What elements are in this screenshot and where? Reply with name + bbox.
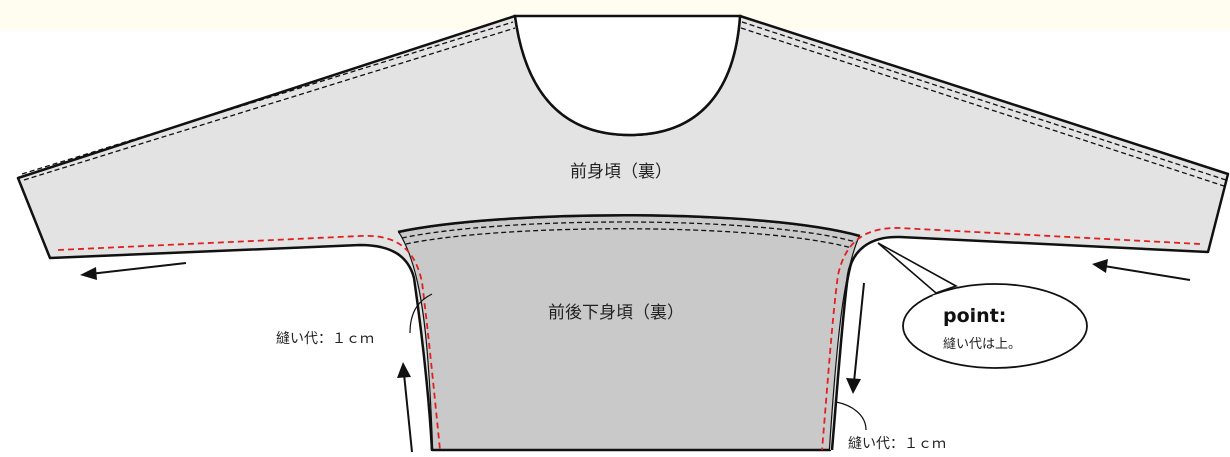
left-shoulder-stitch-2 [23, 27, 516, 181]
neckline [513, 14, 742, 137]
seam-allowance-left-label: 縫い代：１ｃｍ [276, 331, 374, 347]
callout-text: 縫い代は上。 [943, 337, 1021, 352]
arrow-right-side-down [846, 282, 865, 394]
arrow-left-side-up [397, 362, 413, 453]
arrow-right-sleeve [1092, 259, 1191, 281]
callout-title: point: [943, 305, 1006, 327]
front-bodice-label: 前身頃（裏） [570, 161, 672, 182]
leader-line-left [409, 293, 433, 334]
left-shoulder-stitch [21, 21, 514, 175]
waist-stitch-1 [401, 221, 857, 243]
right-shoulder-stitch-2 [740, 27, 1225, 187]
left-stitch-line [57, 235, 441, 451]
lower-body-panel [396, 214, 862, 452]
right-stitch-line [821, 227, 1201, 451]
right-shoulder-stitch [741, 21, 1227, 181]
lower-body-top-edge [397, 214, 861, 238]
point-callout [877, 242, 1088, 369]
lower-body-label: 前後下身頃（裏） [548, 302, 684, 323]
arrow-left-sleeve [80, 262, 187, 280]
front-bodice-panel [18, 16, 1228, 450]
seam-allowance-right-label: 縫い代：１ｃｍ [848, 436, 946, 452]
leader-line-right [835, 401, 867, 431]
